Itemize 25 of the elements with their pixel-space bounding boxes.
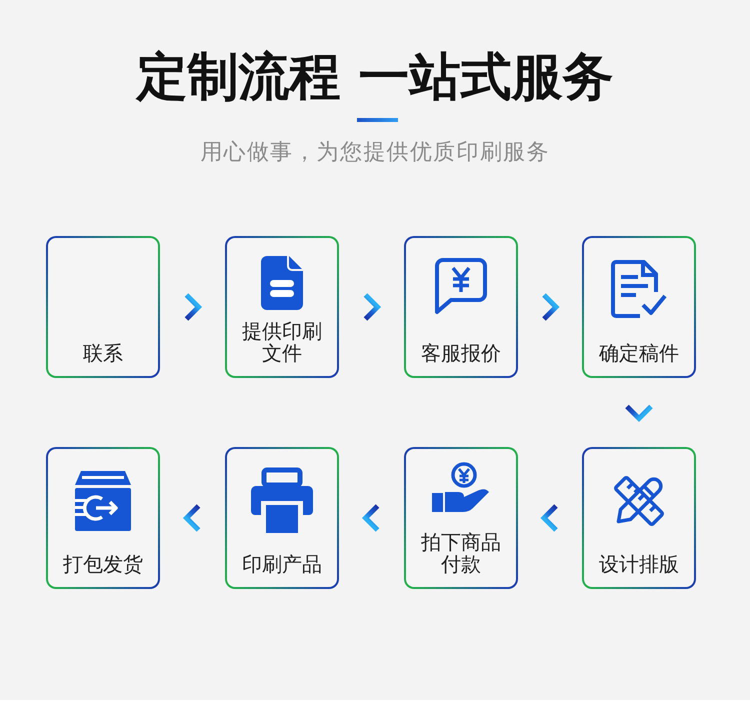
step-label: 打包发货: [62, 553, 144, 575]
chevron-arrow: [364, 293, 382, 321]
chevron-arrow: [625, 404, 653, 422]
step-label: 提供印刷文件: [241, 320, 323, 364]
step-label: 印刷产品: [241, 553, 323, 575]
step-label: 客服报价: [420, 342, 502, 364]
step-label: 设计排版: [598, 553, 680, 575]
title: 定制流程 一站式服务: [134, 47, 614, 109]
step-card: [46, 236, 160, 378]
step-card: [582, 447, 696, 589]
subtitle: 用心做事，为您提供优质印刷服务: [199, 139, 551, 167]
step-label: 确定稿件: [598, 342, 680, 364]
step-card: [225, 236, 339, 378]
chevron-arrow: [182, 504, 200, 532]
step-card: [404, 236, 518, 378]
chevron-arrow: [542, 293, 560, 321]
step-label: 联系: [82, 342, 124, 364]
step-card: [225, 447, 339, 589]
step-card: [404, 447, 518, 589]
chevron-arrow: [184, 293, 202, 321]
chevron-arrow: [362, 504, 380, 532]
step-card: [582, 236, 696, 378]
step-card: [46, 447, 160, 589]
chevron-arrow: [540, 504, 558, 532]
step-label: 拍下商品付款: [420, 531, 502, 575]
